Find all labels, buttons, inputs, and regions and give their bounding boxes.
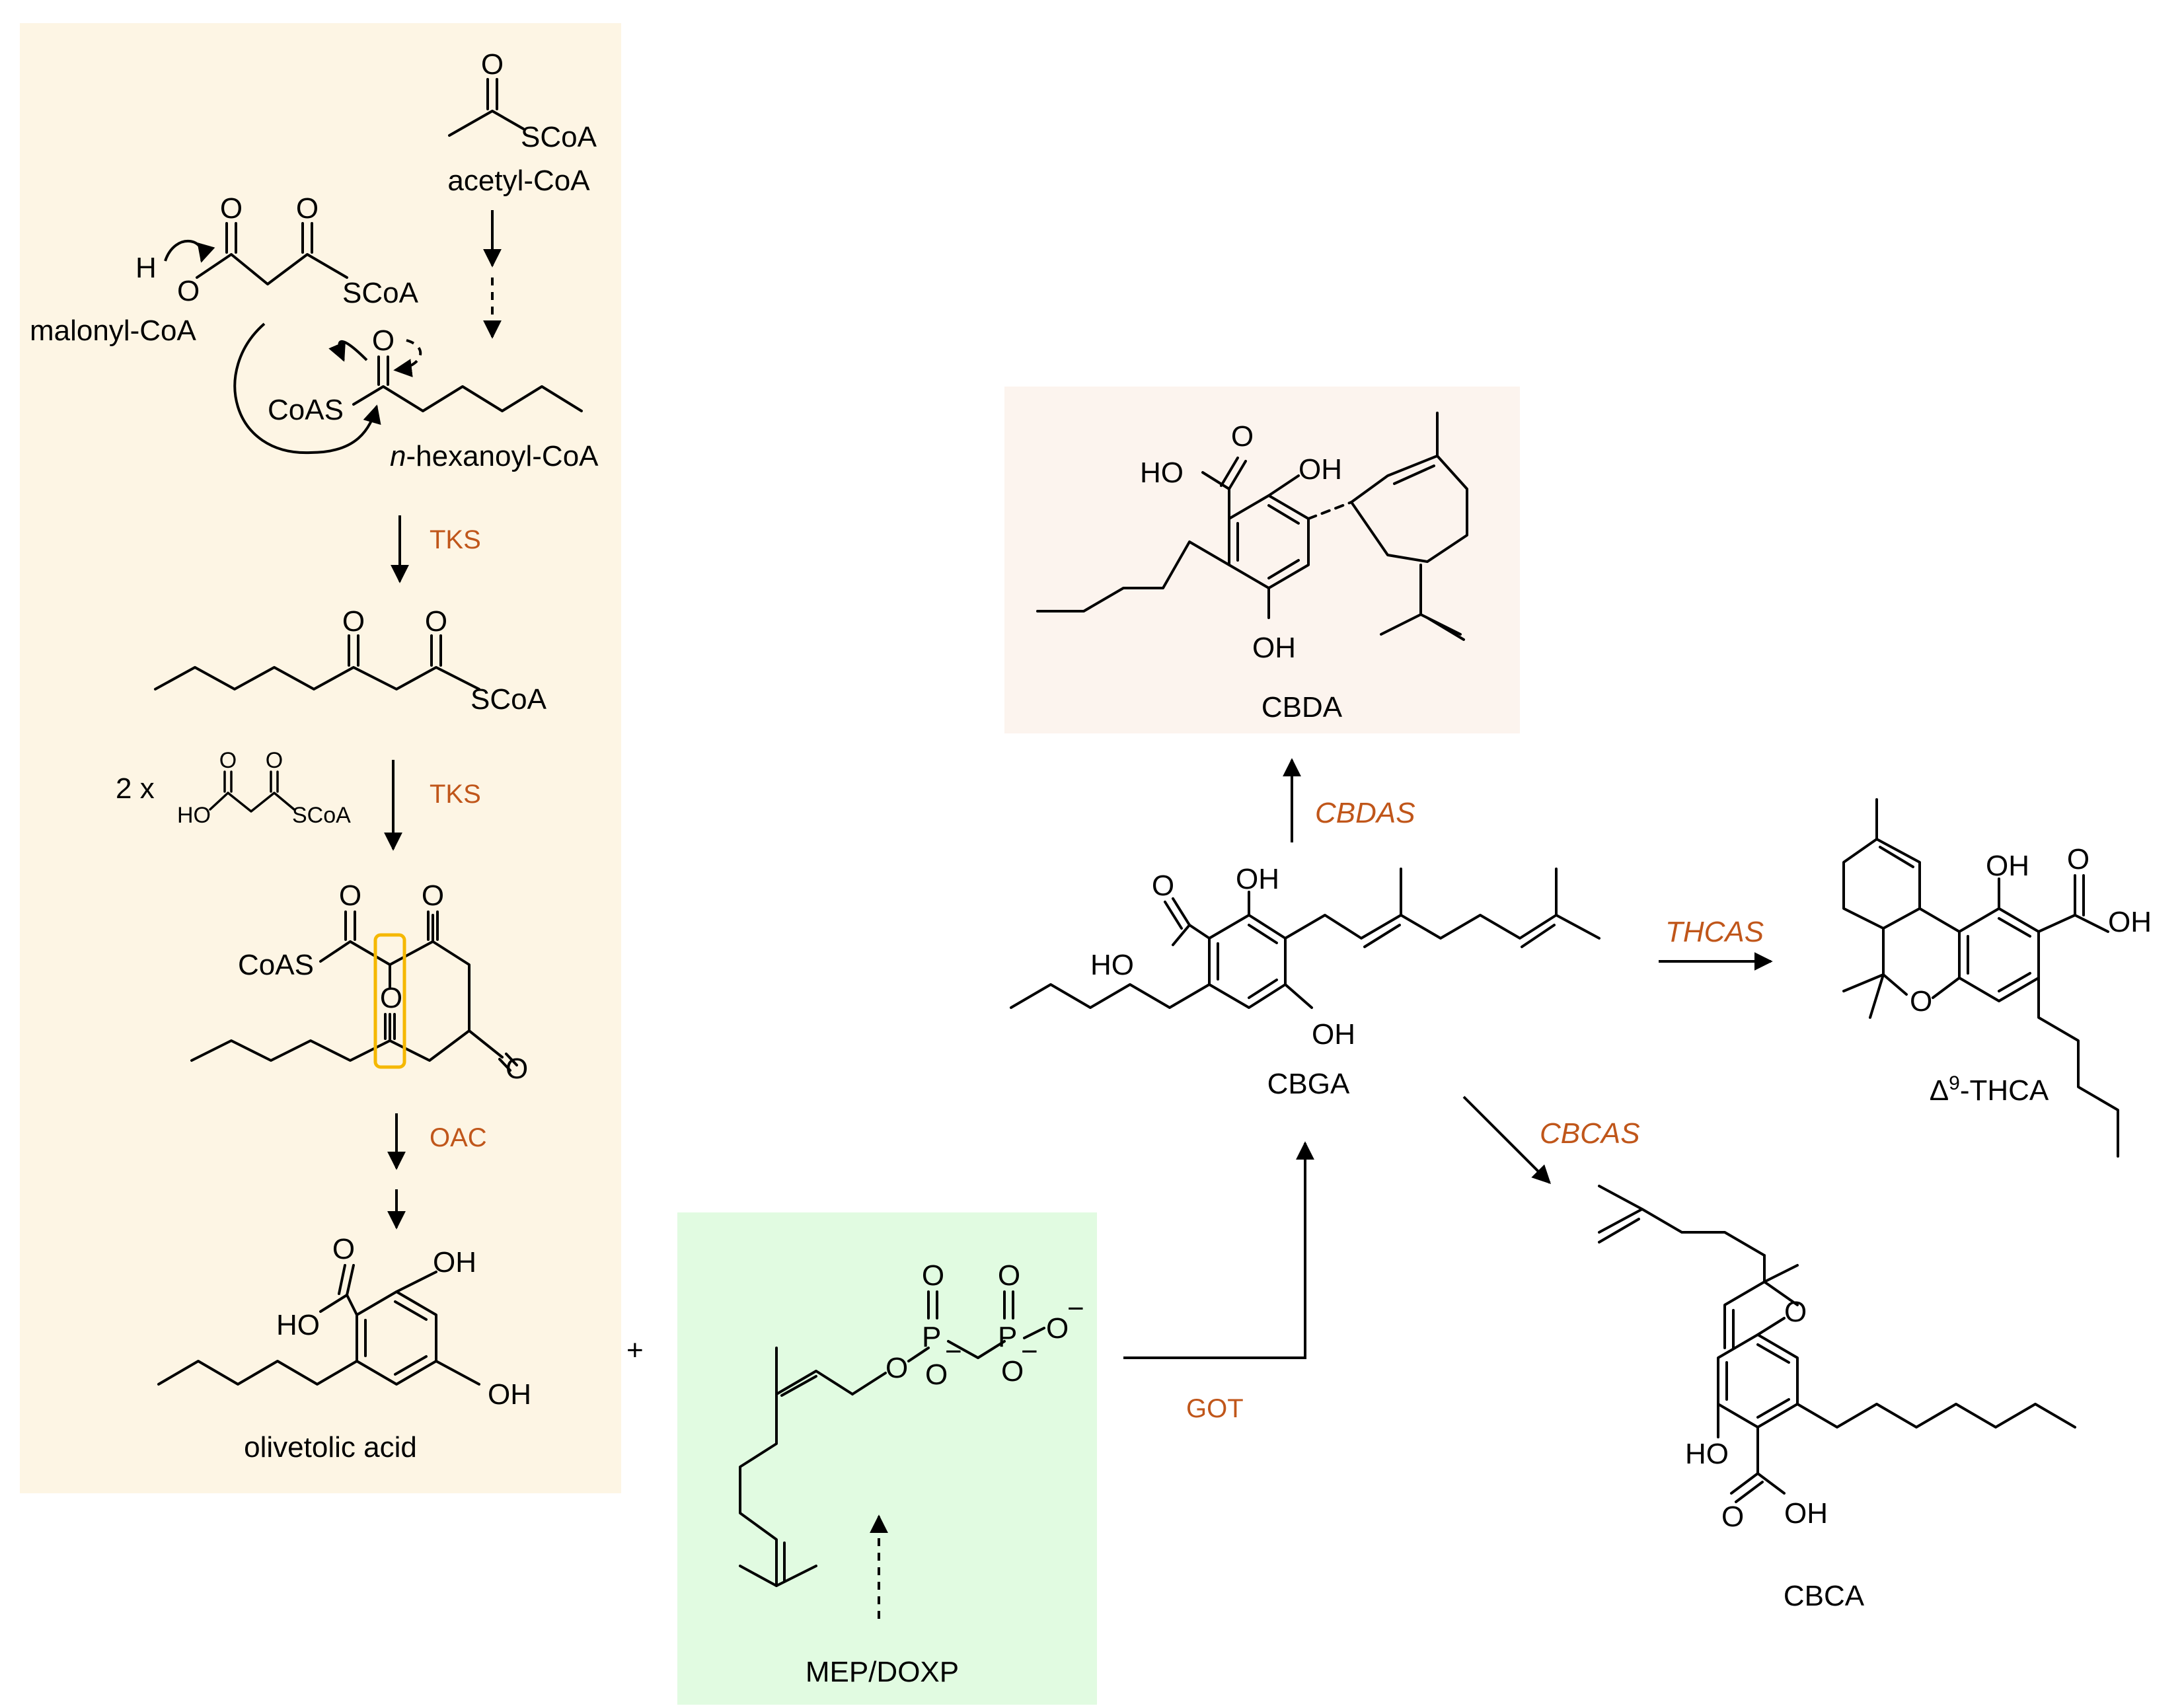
svg-text:O: O [266, 748, 283, 773]
atom-label: HO [1140, 457, 1184, 489]
atom-label: HO [276, 1309, 320, 1341]
acetyl-coa-structure: O SCoA [448, 48, 597, 153]
hexanoyl-coa-label: n-hexanoyl-CoA [390, 440, 599, 472]
atom-label: O [372, 324, 395, 357]
atom-label: O [1046, 1312, 1069, 1345]
cbda-label: CBDA [1261, 691, 1343, 724]
atom-label: O [220, 192, 243, 225]
enzyme-tks-2: TKS [430, 780, 481, 809]
atom-label: OH [433, 1246, 476, 1279]
mep-label: MEP/DOXP [806, 1656, 959, 1688]
cbca-label: CBCA [1784, 1580, 1865, 1612]
atom-label: − [1021, 1335, 1038, 1368]
atom-label: O [1152, 870, 1174, 902]
svg-text:HO: HO [177, 803, 211, 828]
gpp-panel [677, 1212, 1097, 1705]
atom-label: HO [1685, 1438, 1729, 1470]
atom-label: O [925, 1358, 948, 1391]
atom-label: O [339, 879, 361, 912]
atom-label: CoAS [268, 394, 344, 426]
enzyme-cbdas: CBDAS [1315, 797, 1415, 829]
plus-sign: + [626, 1334, 644, 1366]
atom-label: O [481, 48, 504, 81]
thca-structure: OH O OH O [1842, 798, 2152, 1158]
cbda-panel [1004, 387, 1520, 733]
acetyl-coa-label: acetyl-CoA [447, 165, 590, 197]
svg-text:O: O [219, 748, 237, 773]
atom-label: O [922, 1259, 944, 1292]
atom-label: H [135, 252, 157, 284]
got-arrow [1123, 1141, 1314, 1359]
atom-label: O [506, 1053, 528, 1085]
thca-label: Δ9-THCA [1930, 1072, 2049, 1107]
hexanoyl-coa-structure: CoAS O [233, 322, 583, 455]
atom-label: OH [2108, 906, 2152, 938]
gpp-structure: O P O O − P O O − O − [739, 1259, 1084, 1587]
atom-label: SCoA [521, 121, 597, 153]
atom-label: SCoA [471, 683, 547, 716]
malonyl-coa-label: malonyl-CoA [30, 315, 197, 347]
enzyme-thcas: THCAS [1665, 916, 1764, 948]
multiplier: 2 x [116, 772, 155, 805]
cbda-structure: OH O HO OH [1036, 412, 1468, 664]
atom-label: O [425, 605, 447, 638]
atom-label: O [342, 605, 365, 638]
malonyl-coa-small: HO O O SCoA [177, 748, 351, 828]
olivetolic-acid-label: olivetolic acid [244, 1431, 417, 1464]
cbcas-arrow [1462, 1095, 1551, 1184]
svg-text:SCoA: SCoA [292, 803, 351, 828]
atom-label: O [998, 1259, 1020, 1292]
atom-label: O [2067, 843, 2090, 875]
enzyme-tks-1: TKS [430, 525, 481, 554]
atom-label: O [885, 1352, 908, 1384]
cbca-structure: O HO O OH [1598, 1185, 2076, 1533]
atom-label: P [922, 1321, 941, 1353]
atom-label: OH [1236, 863, 1279, 895]
tetraketide-coa-structure: CoAS O O O O [190, 879, 528, 1085]
atom-label: OH [488, 1378, 531, 1411]
atom-label: O [332, 1233, 355, 1265]
atom-label: P [998, 1321, 1017, 1353]
atom-label: O [1784, 1296, 1807, 1328]
atom-label: OH [1252, 632, 1296, 664]
enzyme-got: GOT [1186, 1394, 1244, 1423]
highlight-box [373, 933, 406, 1069]
cbga-label: CBGA [1267, 1068, 1350, 1100]
atom-label: O [296, 192, 319, 225]
atom-label: OH [1986, 850, 2029, 882]
atom-label: O [177, 275, 200, 307]
atom-label: − [1067, 1292, 1084, 1325]
atom-label: O [1721, 1501, 1744, 1533]
atom-label: O [380, 982, 402, 1014]
atom-label: OH [1784, 1497, 1828, 1530]
atom-label: O [422, 879, 444, 912]
enzyme-cbcas: CBCAS [1540, 1117, 1640, 1150]
olivetolic-acid-structure: OH O HO OH [157, 1233, 531, 1411]
atom-label: OH [1312, 1018, 1355, 1051]
polyketide-panel [20, 23, 621, 1493]
atom-label: OH [1299, 453, 1342, 486]
atom-label: HO [1090, 949, 1134, 981]
atom-label: O [1910, 985, 1932, 1018]
atom-label: CoAS [238, 949, 314, 981]
atom-label: − [945, 1335, 962, 1368]
enzyme-oac: OAC [430, 1123, 487, 1152]
atom-label: O [1231, 420, 1254, 453]
atom-label: O [1001, 1355, 1024, 1388]
cbga-structure: OH O HO OH [1010, 863, 1600, 1051]
malonyl-coa-structure: H O O O SCoA [135, 192, 419, 309]
atom-label: SCoA [342, 277, 419, 309]
diketide-coa-structure: O O SCoA [154, 605, 547, 716]
